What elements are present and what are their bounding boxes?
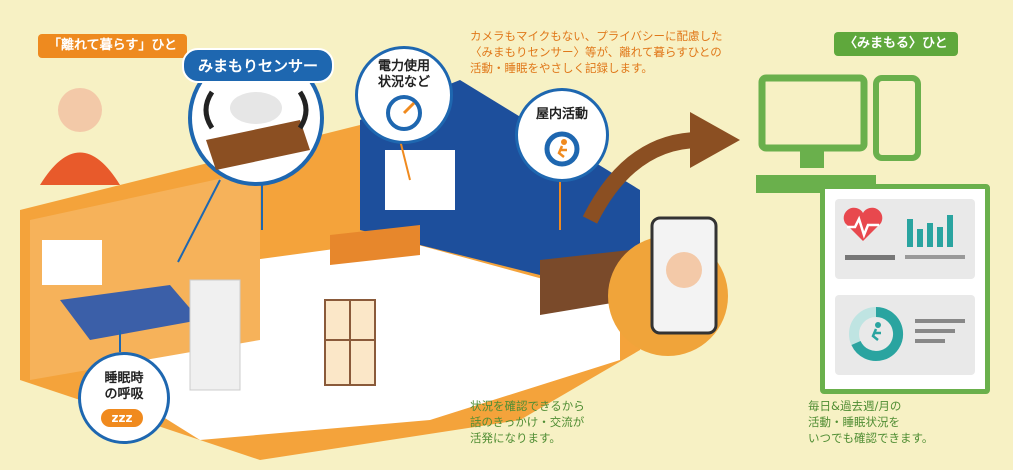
middle-caption-line3: 活発になります。 bbox=[470, 431, 561, 445]
middle-caption-line1: 状況を確認できるから bbox=[470, 399, 585, 413]
right-caption-line2: 活動・睡眠状況を bbox=[808, 415, 900, 429]
heart-rate-icon bbox=[843, 207, 883, 241]
chart-card-line bbox=[905, 255, 965, 259]
sleep-line2: の呼吸 bbox=[104, 387, 144, 402]
sensor-label: みまもりセンサー bbox=[182, 48, 335, 83]
activity-line1 bbox=[915, 319, 965, 323]
remote-person-tag: 「離れて暮らす」ひと bbox=[38, 34, 187, 58]
dashboard-panel bbox=[820, 184, 990, 394]
activity-label: 屋内活動 bbox=[535, 107, 588, 122]
right-caption-line3: いつでも確認できます。 bbox=[808, 431, 934, 445]
sleep-line1: 睡眠時 bbox=[104, 371, 144, 386]
middle-caption-line2: 話のきっかけ・交流が bbox=[470, 415, 585, 429]
heart-card bbox=[835, 199, 975, 279]
top-caption-line3: 活動・睡眠をやさしく記録します。 bbox=[470, 61, 653, 75]
activity-ring-icon bbox=[849, 306, 904, 361]
power-meter-icon bbox=[386, 95, 422, 131]
running-person-icon bbox=[544, 131, 580, 167]
watcher-tag: 〈みまもる〉ひと bbox=[834, 32, 958, 56]
power-usage-bubble: 電力使用 状況など bbox=[355, 46, 453, 144]
monitor-icon bbox=[758, 74, 868, 152]
top-caption-line1: カメラもマイクもない、プライバシーに配慮した bbox=[470, 29, 723, 43]
middle-caption: 状況を確認できるから 話のきっかけ・交流が 活発になります。 bbox=[470, 398, 630, 446]
bar-chart-icon bbox=[907, 215, 953, 247]
activity-line2 bbox=[915, 329, 955, 333]
top-caption: カメラもマイクもない、プライバシーに配慮した 〈みまもりセンサー〉等が、離れて暮… bbox=[470, 28, 740, 76]
power-line2: 状況など bbox=[377, 75, 430, 90]
arrow-right-icon bbox=[690, 112, 740, 168]
right-caption-line1: 毎日&過去週/月の bbox=[808, 399, 902, 413]
smartphone-icon bbox=[873, 75, 921, 161]
zzz-badge: zzz bbox=[101, 409, 143, 427]
top-caption-line2: 〈みまもりセンサー〉等が、離れて暮らすひとの bbox=[470, 45, 722, 59]
activity-card bbox=[835, 295, 975, 375]
sleep-breathing-bubble: 睡眠時 の呼吸 zzz bbox=[78, 352, 170, 444]
activity-line3 bbox=[915, 339, 945, 343]
sensor-device-icon bbox=[230, 92, 282, 124]
indoor-activity-bubble: 屋内活動 bbox=[515, 88, 609, 182]
right-caption: 毎日&過去週/月の 活動・睡眠状況を いつでも確認できます。 bbox=[808, 398, 978, 446]
heart-card-line bbox=[845, 255, 895, 260]
power-line1: 電力使用 bbox=[377, 59, 430, 74]
